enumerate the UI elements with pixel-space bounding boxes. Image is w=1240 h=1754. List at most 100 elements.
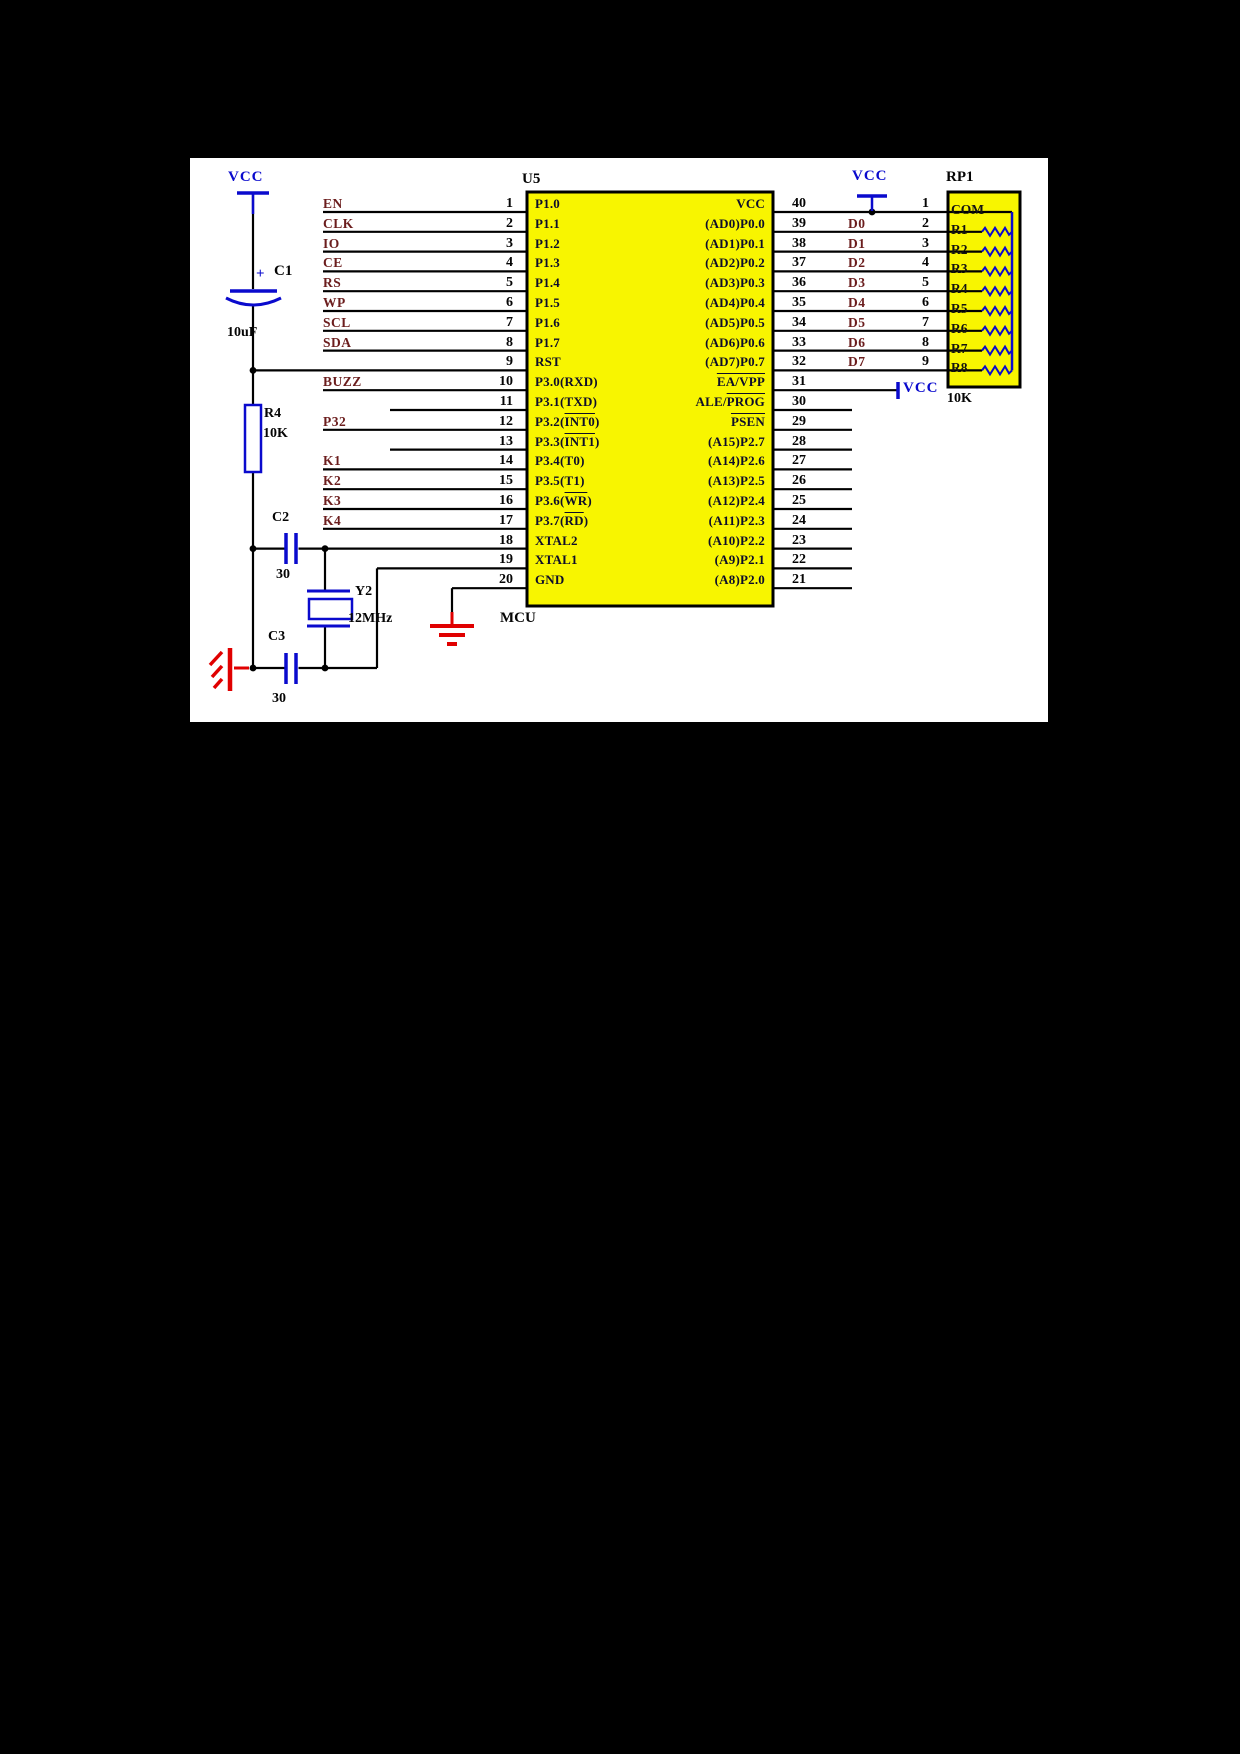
net-label-row: K4: [323, 509, 418, 529]
pin-number-row: 4: [425, 252, 513, 272]
pin-number: 7: [922, 314, 929, 330]
rp1-label: R2: [951, 241, 968, 257]
net-label: SCL: [323, 314, 351, 330]
pin-name-row: (AD5)P0.5: [598, 311, 765, 331]
pin-number-row: 10: [425, 370, 513, 390]
pin-number-row: 31: [792, 370, 852, 390]
pin-name: PSEN: [730, 413, 765, 429]
rp1-label: R4: [951, 281, 968, 297]
pin-number: 4: [922, 255, 929, 271]
rp1-label-row: R1: [951, 218, 1011, 238]
pin-name: (A15)P2.7: [707, 433, 765, 449]
pin-name-row: PSEN: [598, 410, 765, 430]
pin-name-row: P3.0(RXD): [535, 370, 695, 390]
pin-number-row: 25: [792, 489, 852, 509]
bus-label-row: D1: [848, 232, 903, 252]
net-label-row: WP: [323, 291, 418, 311]
bus-label-row: D2: [848, 252, 903, 272]
pin-name-row: (A12)P2.4: [598, 489, 765, 509]
net-label: BUZZ: [323, 374, 362, 390]
pin-name: EA/VPP: [716, 374, 765, 390]
pin-number-row: 40: [792, 192, 852, 212]
bus-label: D2: [848, 255, 866, 271]
net-label-row: [323, 430, 418, 450]
pin-name: (A8)P2.0: [714, 572, 765, 588]
pin-number: 33: [792, 334, 806, 350]
pin-number-row: 2: [885, 212, 929, 232]
pin-name-row: (A14)P2.6: [598, 450, 765, 470]
pin-name: (AD1)P0.1: [705, 235, 765, 251]
pin-number-row: 8: [425, 331, 513, 351]
net-label: RS: [323, 275, 342, 291]
pin-number-row: 5: [885, 271, 929, 291]
rp1-label-row: COM: [951, 198, 1011, 218]
pin-number: 18: [499, 532, 513, 548]
bus-label-row: D6: [848, 331, 903, 351]
pin-number: 8: [506, 334, 513, 350]
pin-name-row: P1.2: [535, 232, 695, 252]
pin-number-row: 35: [792, 291, 852, 311]
pin-number-row: 7: [885, 311, 929, 331]
net-label-row: K2: [323, 469, 418, 489]
rp1-label-row: R8: [951, 357, 1011, 377]
c1-polarity-plus: +: [256, 266, 265, 282]
pin-number-row: 19: [425, 549, 513, 569]
rp1-resistor-labels: COM R1 R2 R3 R4 R5 R6 R7 R8: [951, 192, 1011, 375]
pin-number: 31: [792, 374, 806, 390]
pin-name-row: VCC: [598, 192, 765, 212]
pin-name-row: (A11)P2.3: [598, 509, 765, 529]
rp1-label: R8: [951, 360, 968, 376]
pin-number-row: 34: [792, 311, 852, 331]
bus-label-row: D7: [848, 351, 903, 371]
pin-name: P3.1(TXD): [535, 393, 598, 409]
pin-number-row: 16: [425, 489, 513, 509]
pin-number: 4: [506, 255, 513, 271]
pin-name-row: P3.2(INT0): [535, 410, 695, 430]
pin-number: 5: [922, 275, 929, 291]
pin-name-row: P1.3: [535, 252, 695, 272]
pin-number-row: 13: [425, 430, 513, 450]
pin-number: 1: [506, 195, 513, 211]
net-label-row: [323, 529, 418, 549]
pin-number-row: 9: [425, 351, 513, 371]
pin-number: 7: [506, 314, 513, 330]
pin-name: GND: [535, 572, 565, 588]
pin-number: 13: [499, 433, 513, 449]
pin-name: (AD2)P0.2: [705, 255, 765, 271]
pin-number: 19: [499, 552, 513, 568]
pin-name-row: P1.0: [535, 192, 695, 212]
rp1-label: R1: [951, 221, 968, 237]
net-label-row: [323, 351, 418, 371]
pin-name: P1.5: [535, 294, 560, 310]
vcc-label-right: VCC: [852, 168, 888, 184]
pin-number: 37: [792, 255, 806, 271]
pin-name-row: P3.1(TXD): [535, 390, 695, 410]
pin-number-row: 39: [792, 212, 852, 232]
pin-name: ALE/PROG: [695, 393, 765, 409]
rp1-pin-numbers: 1 2 3 4 5 6 7 8 9: [885, 192, 929, 370]
pin-number-row: 37: [792, 252, 852, 272]
rp1-label-row: R7: [951, 337, 1011, 357]
pin-number-row: 22: [792, 549, 852, 569]
pin-number: 35: [792, 294, 806, 310]
c1-value-label: 10uF: [227, 325, 258, 340]
pin-name: (AD7)P0.7: [705, 354, 765, 370]
rp1-label: R7: [951, 340, 968, 356]
pin-number-row: 38: [792, 232, 852, 252]
pin-name: P3.3(INT1): [535, 433, 600, 449]
pin-name-row: RST: [535, 351, 695, 371]
pin-number: 16: [499, 492, 513, 508]
pin-number-row: 28: [792, 430, 852, 450]
bus-label: D5: [848, 314, 866, 330]
pin-number: 8: [922, 334, 929, 350]
pin-name-row: P1.6: [535, 311, 695, 331]
pin-number: 40: [792, 195, 806, 211]
pin-name: P3.2(INT0): [535, 413, 600, 429]
pin-number: 9: [922, 354, 929, 370]
pin-name: XTAL2: [535, 532, 578, 548]
bus-label: D4: [848, 294, 866, 310]
vcc-label-left: VCC: [228, 169, 264, 185]
mcu-left-net-labels: EN CLK IO CE RS WP SCL SDA BUZZ P32 K1 K…: [323, 192, 418, 588]
pin-name-row: (A13)P2.5: [598, 469, 765, 489]
